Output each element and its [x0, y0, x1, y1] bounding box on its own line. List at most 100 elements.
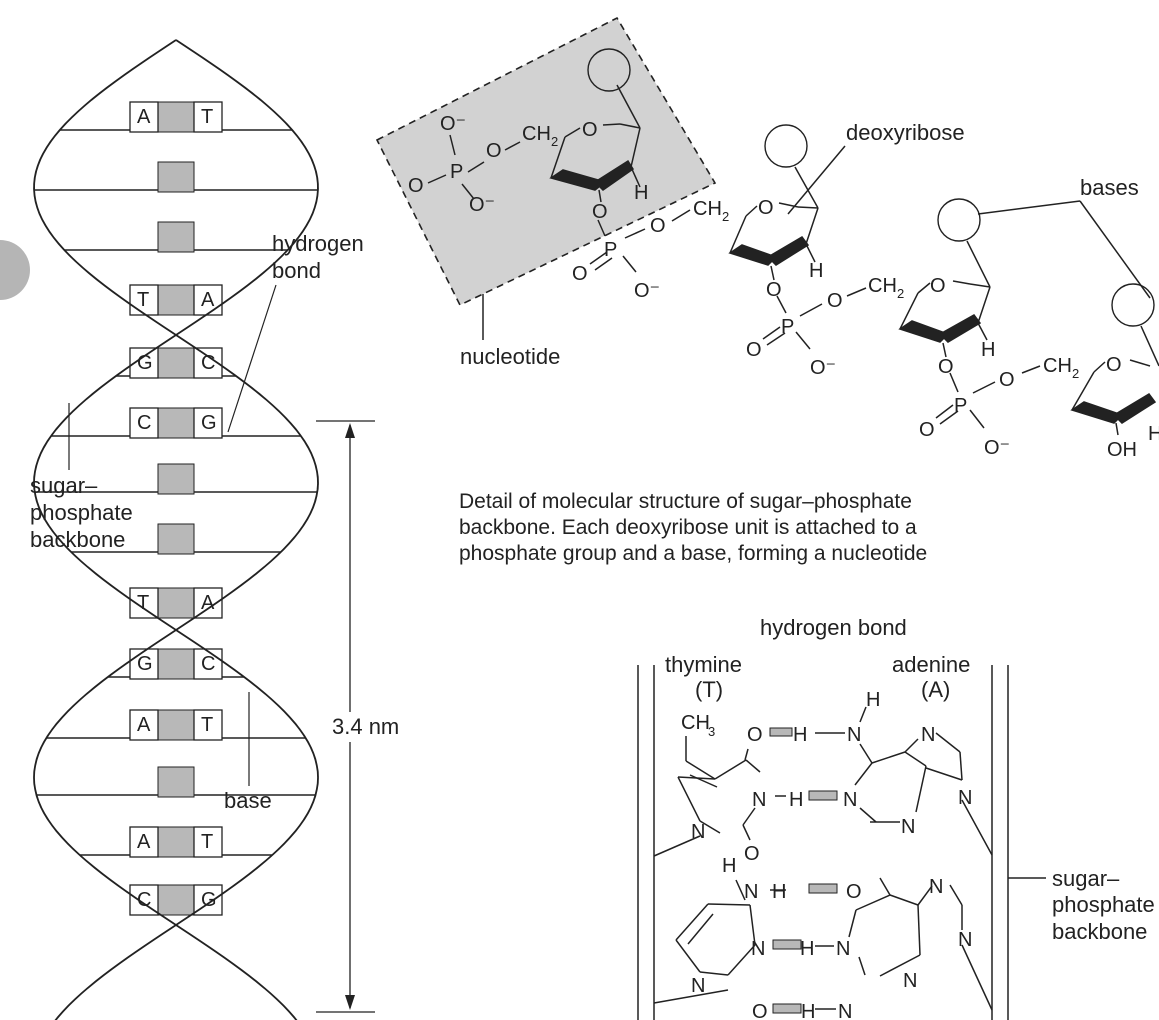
base-box — [193, 709, 223, 741]
base-box — [193, 407, 223, 439]
svg-text:O: O — [572, 263, 588, 285]
svg-text:sugar–: sugar– — [30, 473, 98, 498]
strand-front — [33, 39, 319, 1020]
svg-text:N: N — [901, 816, 915, 838]
adenine-label: adenine — [892, 652, 970, 677]
backbone-detail: O⁻ O P O⁻ O CH 2 O H O O P O⁻ O CH 2 O H… — [375, 16, 1159, 565]
hydrogen-bond-box — [157, 221, 195, 253]
svg-text:O: O — [752, 1001, 768, 1020]
hydrogen-bond-box — [157, 101, 195, 133]
hydrogen-bond-box — [157, 407, 195, 439]
svg-text:CH: CH — [693, 198, 722, 220]
base-letter: G — [137, 653, 153, 675]
hydrogen-bond-box — [157, 523, 195, 555]
hydrogen-bond-box — [157, 587, 195, 619]
base-letter: G — [201, 412, 217, 434]
helix-hydrogen-bond-label: hydrogen bond — [227, 231, 364, 433]
base-box — [129, 709, 159, 741]
base-letter: T — [201, 831, 213, 853]
svg-text:O: O — [582, 119, 598, 141]
base-box — [193, 648, 223, 680]
svg-text:N: N — [691, 975, 705, 997]
svg-text:P: P — [450, 161, 463, 183]
svg-text:O: O — [650, 215, 666, 237]
svg-text:3: 3 — [708, 724, 715, 739]
base-circle-2 — [764, 124, 808, 168]
svg-text:O⁻: O⁻ — [469, 194, 495, 216]
svg-text:O: O — [747, 724, 763, 746]
svg-text:O⁻: O⁻ — [810, 357, 836, 379]
base-pairing-detail: hydrogen bond thymine (T) adenine (A) su… — [637, 615, 1155, 1020]
hydrogen-bond-box — [157, 463, 195, 495]
svg-text:P: P — [954, 395, 967, 417]
base-letter: A — [137, 714, 151, 736]
svg-text:CH: CH — [522, 123, 551, 145]
svg-text:phosphate: phosphate — [1052, 892, 1155, 917]
svg-text:O: O — [744, 843, 760, 865]
svg-text:N: N — [691, 821, 705, 843]
svg-text:hydrogen: hydrogen — [272, 231, 364, 256]
svg-text:O: O — [408, 175, 424, 197]
svg-text:OH: OH — [1107, 439, 1137, 461]
svg-text:H: H — [981, 339, 995, 361]
base-letter: T — [137, 289, 149, 311]
base-letter: A — [201, 289, 215, 311]
svg-text:CH: CH — [681, 712, 710, 734]
base-letter: T — [137, 592, 149, 614]
svg-text:H: H — [634, 182, 648, 204]
base-letter: C — [137, 412, 151, 434]
svg-text:H: H — [793, 724, 807, 746]
svg-text:N: N — [921, 724, 935, 746]
deoxyribose-label: deoxyribose — [846, 120, 965, 145]
svg-text:O⁻: O⁻ — [440, 113, 466, 135]
svg-text:N: N — [744, 881, 758, 903]
svg-text:N: N — [847, 724, 861, 746]
caption-line-2: backbone. Each deoxyribose unit is attac… — [459, 516, 917, 539]
svg-text:H: H — [1148, 423, 1159, 445]
pairing-backbone-label: sugar– — [1052, 866, 1120, 891]
bases-label: bases — [1080, 175, 1139, 200]
base-letter: A — [201, 592, 215, 614]
svg-text:H: H — [866, 689, 880, 711]
svg-text:N: N — [838, 1001, 852, 1020]
svg-text:O: O — [930, 275, 946, 297]
svg-text:phosphate: phosphate — [30, 500, 133, 525]
base-box — [129, 284, 159, 316]
svg-text:CH: CH — [1043, 355, 1072, 377]
hydrogen-bond-box — [157, 284, 195, 316]
hydrogen-bond-box — [157, 709, 195, 741]
svg-text:CH: CH — [868, 275, 897, 297]
svg-text:N: N — [958, 929, 972, 951]
svg-text:(T): (T) — [695, 677, 723, 702]
base-box — [129, 407, 159, 439]
hydrogen-bond-box — [157, 826, 195, 858]
svg-text:O: O — [1106, 354, 1122, 376]
helix-strands — [33, 39, 319, 1020]
svg-text:O: O — [758, 197, 774, 219]
hydrogen-bond-box — [157, 884, 195, 916]
base-box — [129, 826, 159, 858]
svg-text:N: N — [752, 789, 766, 811]
svg-text:O: O — [486, 140, 502, 162]
svg-text:N: N — [929, 876, 943, 898]
svg-text:O: O — [919, 419, 935, 441]
svg-text:H: H — [772, 881, 786, 903]
svg-text:O⁻: O⁻ — [634, 280, 660, 302]
svg-text:(A): (A) — [921, 677, 950, 702]
helix-backbone-label: sugar– phosphate backbone — [30, 403, 133, 552]
base-letter: C — [201, 352, 215, 374]
svg-text:2: 2 — [722, 209, 729, 224]
svg-text:N: N — [751, 938, 765, 960]
svg-text:O⁻: O⁻ — [984, 437, 1010, 459]
base-circle-4 — [1111, 283, 1155, 327]
svg-text:H: H — [789, 789, 803, 811]
svg-text:P: P — [781, 316, 794, 338]
svg-text:backbone: backbone — [1052, 919, 1147, 944]
svg-text:2: 2 — [897, 286, 904, 301]
nucleotide-label: nucleotide — [460, 344, 560, 369]
hydrogen-bond-box — [157, 766, 195, 798]
svg-text:N: N — [836, 938, 850, 960]
svg-text:N: N — [843, 789, 857, 811]
